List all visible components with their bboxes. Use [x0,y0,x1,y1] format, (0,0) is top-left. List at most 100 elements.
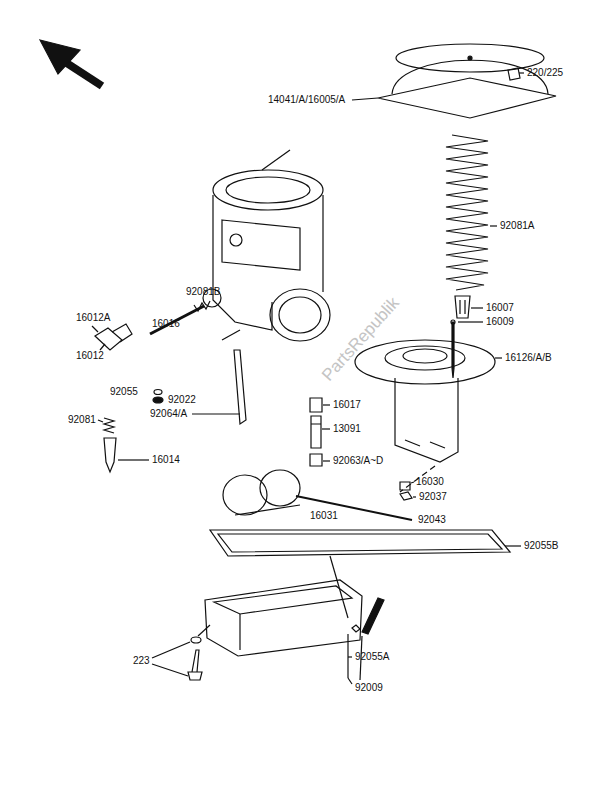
plunger-spring [194,301,210,311]
washer [191,637,201,643]
callout-number: 16126/A/B [505,352,552,364]
leader-line [192,413,240,414]
callout-number: 16016 [152,318,180,330]
pilot-screw [104,438,116,472]
plunger-cap [95,328,122,350]
pilot-spring [104,418,114,433]
plunger-nut [112,324,132,342]
callout-number: 13091 [333,423,361,435]
body-top-inner [226,177,310,203]
vacuum-slide [395,378,458,462]
leader-line [505,545,521,546]
float [223,475,267,515]
callout-number: 223 [133,655,150,667]
callout-number: 16012 [76,350,104,362]
carb-body [213,195,323,330]
cover-flange [378,78,556,118]
float-valve [400,492,412,500]
leader-line [118,459,149,460]
diaphragm-inner [385,346,465,370]
callout-number: 92022 [168,394,196,406]
leader-line [471,307,483,308]
washer [153,397,163,403]
callout-number: 16030 [416,476,444,488]
leader-line [413,496,416,497]
callout-number: 92055 [110,386,138,398]
leader-line [411,482,414,483]
body-bore [270,289,330,341]
callout-number: 16007 [486,302,514,314]
assembly-line [262,150,290,170]
bracket-line [347,634,348,678]
leader-line [323,460,330,461]
body-bore-inner [279,297,321,333]
leader-line [519,72,524,73]
slide-detail [405,440,445,448]
needle-head [451,320,455,324]
plunger-rod [150,306,204,334]
o-ring [154,390,162,395]
needle-clip [455,296,470,318]
spring [446,135,488,290]
screw [508,68,520,80]
cover-dome [392,60,548,94]
callout-number: 16014 [152,454,180,466]
leader-line [495,357,502,358]
callout-number: 16031 [310,510,338,522]
float-bowl-edge [239,614,240,650]
drain-screw [362,598,384,634]
leader-line [352,98,378,100]
bowl-gasket-inner [218,534,502,552]
callout-number: 92055B [524,540,558,552]
leader-line [92,326,98,332]
callout-number: 16012A [76,312,110,324]
assembly-line [330,556,348,618]
callout-number: 92043 [418,514,446,526]
assembly-line [222,330,240,340]
leader-line [322,428,330,429]
callout-number: 220/225 [527,67,563,79]
leader-line [458,321,483,322]
assembly-line [198,625,210,636]
cover-top [396,44,544,72]
leader-line [323,404,330,405]
bowl-screw [188,650,202,680]
callout-number: 14041/A/16005/A [268,94,345,106]
main-jet [310,454,322,466]
callout-number: 92081B [186,286,220,298]
needle-jet-holder [310,398,322,412]
needle-jet [311,416,321,448]
leader-line [152,642,190,658]
slide-top [403,349,447,363]
drain-o-ring [352,625,360,632]
cover-hole [468,56,472,60]
body-boss [230,234,242,246]
float-bowl [205,580,362,656]
bowl-gasket [210,530,510,556]
float-valve-clip [400,482,410,490]
float-arm [235,505,300,515]
float-bowl-rim [214,586,352,614]
callout-number: 92009 [355,682,383,694]
body-face [222,220,300,270]
callout-number: 16017 [333,399,361,411]
leader-line [152,664,188,676]
leader-line [100,344,105,350]
callout-number: 92063/A~D [333,455,383,467]
callout-number: 92081 [68,414,96,426]
callout-number: 92037 [419,491,447,503]
callout-number: 16009 [486,316,514,328]
diaphragm [355,340,495,384]
float [260,470,300,506]
body-top-chamber [213,170,323,210]
leader-line [98,420,103,422]
callout-number: 92055A [355,651,389,663]
leader-line [490,225,497,226]
leader-line [348,656,352,657]
callout-number: 92064/A [150,408,187,420]
pilot-jet [234,350,246,424]
callout-number: 92081A [500,220,534,232]
leader-line [348,678,352,684]
